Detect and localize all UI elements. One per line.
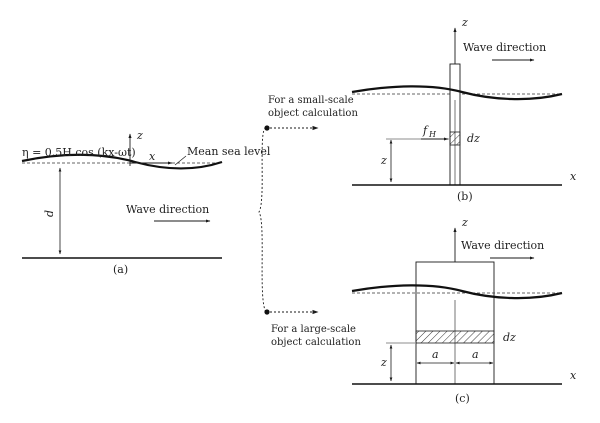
small-scale-line2: object calculation — [268, 108, 358, 119]
radius-label-right: a — [472, 348, 479, 361]
wave-surface-c — [351, 284, 563, 300]
dz-label-c: dz — [503, 331, 516, 344]
caption-a: (a) — [113, 263, 128, 276]
x-axis-label-b: x — [570, 170, 577, 183]
force-label-sub: H — [428, 130, 437, 139]
mean-sea-level-label: Mean sea level — [187, 145, 271, 158]
z-axis-label-b: z — [461, 16, 468, 29]
wave-surface-a — [21, 153, 223, 170]
panel-b: z Wave direction f H dz z x (b) — [351, 16, 577, 203]
elevation-label-c: z — [380, 356, 387, 369]
large-scale-line2: object calculation — [271, 337, 361, 348]
small-scale-line1: For a small-scale — [268, 95, 354, 106]
wave-direction-label-a: Wave direction — [126, 203, 209, 216]
caption-b: (b) — [457, 190, 473, 203]
wave-equation: η = 0.5H cos (kx-ωt) — [22, 146, 136, 159]
wave-surface-b — [351, 85, 563, 101]
branch-brace — [258, 127, 267, 313]
panel-c: z Wave direction dz z a a x (c) — [351, 216, 577, 405]
branch-dot-large — [264, 309, 270, 315]
radius-label-left: a — [432, 348, 439, 361]
x-axis-label-a: x — [149, 150, 156, 163]
z-axis-label-c: z — [461, 216, 468, 229]
branch-dot-small — [264, 125, 270, 131]
mean-sea-level-leader — [174, 155, 187, 166]
elemental-strip-b — [449, 131, 461, 146]
depth-label: d — [43, 210, 56, 217]
wave-direction-label-c: Wave direction — [461, 239, 544, 252]
branch-connector: For a small-scale object calculation For… — [258, 95, 361, 348]
large-scale-line1: For a large-scale — [271, 324, 356, 335]
force-label: f — [422, 124, 429, 137]
caption-c: (c) — [455, 392, 470, 405]
elemental-strip-c — [415, 330, 495, 344]
dz-label-b: dz — [467, 132, 480, 145]
z-axis-label-a: z — [136, 129, 143, 142]
panel-a: z x η = 0.5H cos (kx-ωt) Mean sea level … — [21, 129, 271, 276]
x-axis-label-c: x — [570, 369, 577, 382]
elevation-label-b: z — [380, 154, 387, 167]
wave-direction-label-b: Wave direction — [463, 41, 546, 54]
